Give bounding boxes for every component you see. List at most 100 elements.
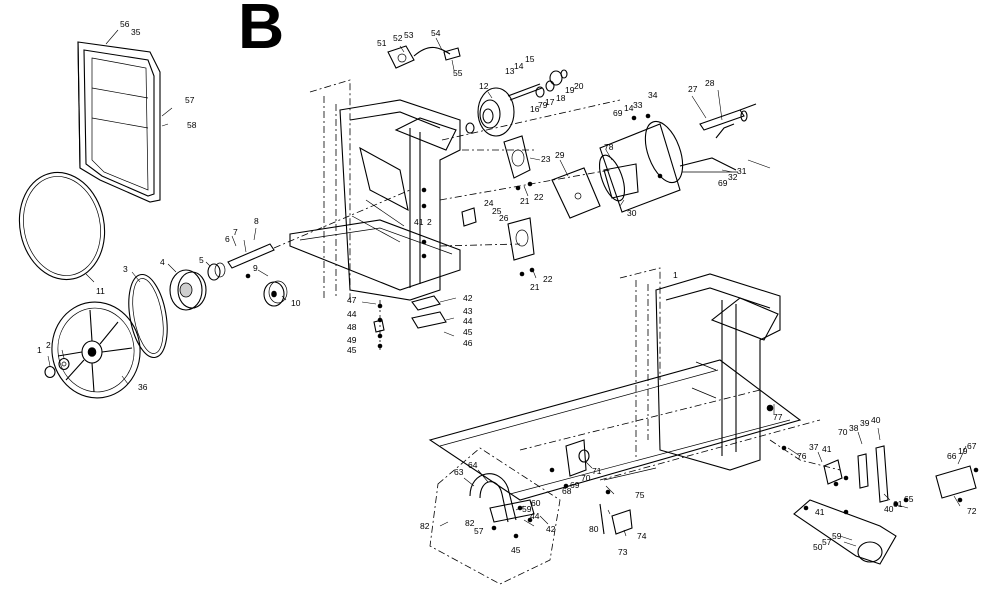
section-letter: B: [238, 0, 285, 62]
part-callout: 41: [414, 217, 424, 227]
part-callout: 57: [185, 95, 195, 105]
part-callout: 65: [904, 494, 914, 504]
part-callout: 35: [131, 27, 141, 37]
part-callout: 58: [187, 120, 197, 130]
part-callout: 12: [479, 81, 489, 91]
part-callout: 54: [431, 28, 441, 38]
part-callout: 45: [511, 545, 521, 555]
part-callout: 78: [604, 142, 614, 152]
drive-belt: [18, 171, 106, 281]
part-callout: 27: [688, 84, 698, 94]
part-callout: 4: [160, 257, 165, 267]
foot-pedal: [793, 499, 897, 565]
part-callout: 17: [545, 97, 555, 107]
part-callout: 53: [404, 30, 414, 40]
part-callout: 41: [822, 444, 832, 454]
part-callout: 6: [225, 234, 230, 244]
part-callout: 55: [453, 68, 463, 78]
part-callout: 10: [291, 298, 301, 308]
small-pulley: [263, 280, 288, 307]
motor-shaft: [227, 243, 275, 269]
crank-handle: [679, 103, 757, 173]
part-callout: 33: [633, 100, 643, 110]
part-callout: 51: [377, 38, 387, 48]
part-callout: 11: [96, 286, 105, 296]
part-callout: 32: [728, 172, 738, 182]
part-callout: 47: [347, 295, 357, 305]
upper-stand-frame: [289, 79, 461, 301]
part-callout: 48: [347, 322, 357, 332]
plate-29: [551, 167, 601, 219]
part-callout: 41: [815, 507, 825, 517]
large-wheel: [51, 301, 141, 399]
part-callout: 2: [46, 340, 51, 350]
part-callout: 42: [546, 524, 556, 534]
hardware-bolts-upper: [507, 69, 568, 101]
part-callout: 68: [562, 486, 572, 496]
part-callout: 21: [520, 196, 530, 206]
part-callout: 59: [832, 531, 842, 541]
part-callout: 60: [531, 498, 541, 508]
part-callout: 16: [530, 104, 540, 114]
part-callout: 26: [499, 213, 509, 223]
part-callout: 20: [574, 81, 584, 91]
part-callout: 71: [592, 466, 602, 476]
part-callout: 57: [822, 537, 832, 547]
part-callout: 61: [893, 499, 903, 509]
part-callout: 43: [463, 306, 473, 316]
part-callout: 70: [838, 427, 848, 437]
part-callout: 40: [871, 415, 881, 425]
part-callout: 59: [522, 504, 532, 514]
part-callout: 39: [860, 418, 870, 428]
part-callout: 80: [589, 524, 599, 534]
part-callout: 37: [809, 442, 819, 452]
part-callout: 63: [454, 467, 464, 477]
v-belt: [128, 273, 168, 359]
motor-flange: [465, 87, 515, 137]
part-callout: 76: [797, 451, 807, 461]
part-callout: 73: [618, 547, 628, 557]
part-callout: 5: [199, 255, 204, 265]
part-callout: 56: [120, 19, 130, 29]
part-callout: 75: [635, 490, 645, 500]
part-callout: 69: [613, 108, 623, 118]
part-callout: 29: [555, 150, 565, 160]
part-callout: 66: [947, 451, 957, 461]
motor: [598, 120, 684, 213]
part-callout: 44: [347, 309, 357, 319]
part-callout: 82: [420, 521, 430, 531]
part-callout: 77: [773, 412, 783, 422]
part-callout: 19: [565, 85, 575, 95]
part-callout: 45: [347, 345, 357, 355]
part-callout: 3: [123, 264, 128, 274]
part-callout: 74: [637, 531, 647, 541]
switch-assembly: [387, 45, 461, 69]
part-callout: 49: [347, 335, 357, 345]
part-callout: 67: [967, 441, 977, 451]
part-callout: 31: [737, 166, 747, 176]
hardware-dots: [245, 113, 979, 539]
belt-guard-cover: [77, 41, 161, 203]
part-callout: 72: [967, 506, 977, 516]
part-callout: 22: [543, 274, 553, 284]
part-callout: 14: [624, 103, 634, 113]
part-callout: 22: [534, 192, 544, 202]
part-callout: 8: [254, 216, 259, 226]
part-callout: 21: [530, 282, 540, 292]
part-callout: 30: [627, 208, 637, 218]
part-callout: 44: [463, 316, 473, 326]
part-callout: 34: [648, 90, 658, 100]
part-callout: 9: [253, 263, 258, 273]
part-callout: 45: [463, 327, 473, 337]
part-callout: 40: [884, 504, 894, 514]
bracket-23: [503, 135, 531, 179]
part-callout: 28: [705, 78, 715, 88]
assembly-82-box: [429, 447, 561, 585]
part-callout: 7: [233, 227, 238, 237]
part-callout: 82: [465, 518, 475, 528]
part-callout: 13: [505, 66, 515, 76]
lower-stand-frame: [619, 267, 781, 471]
part-callout: 15: [525, 54, 535, 64]
part-callout: 69: [718, 178, 728, 188]
